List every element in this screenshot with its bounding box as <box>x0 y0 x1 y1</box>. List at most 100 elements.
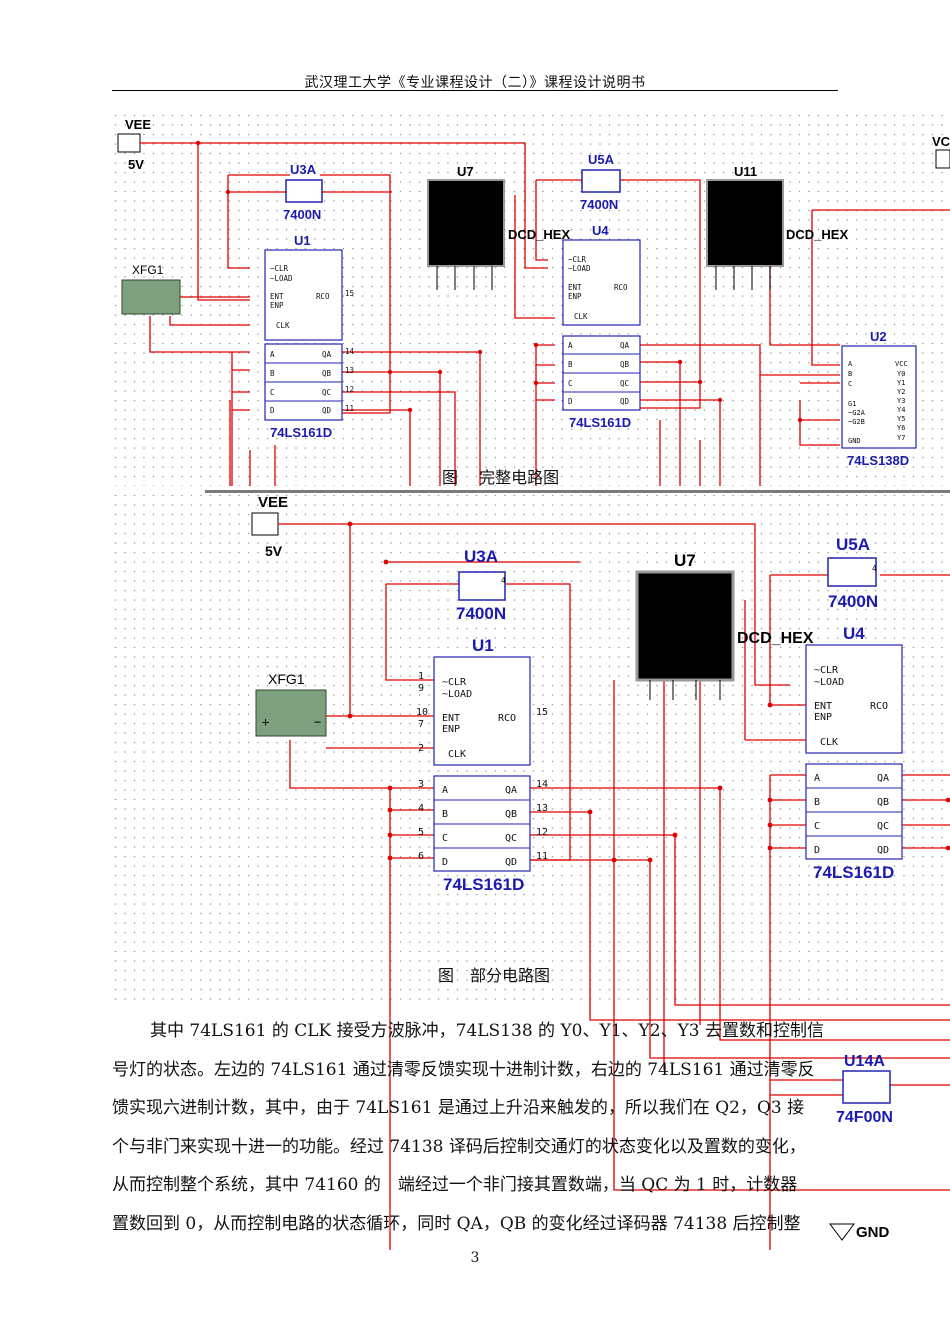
svg-text:QD: QD <box>322 406 332 415</box>
svg-text:Y0: Y0 <box>897 370 905 378</box>
svg-text:C: C <box>848 380 852 388</box>
svg-text:ENT: ENT <box>568 283 582 292</box>
svg-text:GND: GND <box>848 437 861 445</box>
svg-text:Y3: Y3 <box>897 397 905 405</box>
svg-text:G1: G1 <box>848 400 856 408</box>
f2-u7-ref: U7 <box>674 551 696 570</box>
f1-vee-label: VEE <box>125 117 151 132</box>
figure2-caption: 图 部分电路图 <box>438 966 551 985</box>
svg-text:QA: QA <box>322 350 332 359</box>
paragraph-line: 其中 74LS161 的 CLK 接受方波脉冲，74LS138 的 Y0、Y1、… <box>150 1021 825 1041</box>
svg-text:CLK: CLK <box>820 737 838 748</box>
svg-text:QA: QA <box>620 341 630 350</box>
f2-xfg-label: XFG1 <box>268 671 305 687</box>
figure1-complete-circuit: VEE 5V VC <box>112 112 950 486</box>
f1-vee-value: 5V <box>128 157 144 172</box>
f2-u7-part: DCD_HEX <box>737 630 814 647</box>
f2-u3a-part: 7400N <box>456 604 506 623</box>
f1-u3a-part: 7400N <box>283 207 321 222</box>
svg-text:RCO: RCO <box>614 283 628 292</box>
svg-text:ENT: ENT <box>442 713 460 724</box>
svg-text:15: 15 <box>345 289 354 298</box>
svg-text:QA: QA <box>505 785 517 796</box>
svg-text:QB: QB <box>877 797 889 808</box>
svg-text:C: C <box>814 821 820 832</box>
paragraph-line: 置数回到 0，从而控制电路的状态循环，同时 QA，QB 的变化经过译码器 741… <box>112 1213 801 1234</box>
paragraph-line: 馈实现六进制计数，其中，由于 74LS161 是通过上升沿来触发的，所以我们在 … <box>112 1098 805 1118</box>
svg-text:ENT: ENT <box>814 701 832 712</box>
svg-text:~LOAD: ~LOAD <box>442 689 472 700</box>
svg-text:3: 3 <box>418 779 424 790</box>
svg-text:B: B <box>814 797 820 808</box>
svg-text:~G2B: ~G2B <box>848 418 865 426</box>
f2-u14a-part: 74F00N <box>836 1109 893 1126</box>
f2-u5a-part: 7400N <box>828 592 878 611</box>
svg-text:7: 7 <box>418 719 424 730</box>
f1-u11-part: DCD_HEX <box>786 227 848 242</box>
svg-text:D: D <box>270 406 275 415</box>
f1-u4-chip: U4 74LS161D ~CLR ~LOAD ENT ENP CLK RCO A… <box>562 223 641 430</box>
svg-text:Y6: Y6 <box>897 424 905 432</box>
body-paragraph: 其中 74LS161 的 CLK 接受方波脉冲，74LS138 的 Y0、Y1、… <box>112 1012 862 1243</box>
svg-text:Y5: Y5 <box>897 415 905 423</box>
svg-text:13: 13 <box>345 366 354 375</box>
f1-u2-chip: U2 74LS138D A B C G1 ~G2A ~G2B GND VCC Y… <box>841 329 917 468</box>
svg-text:~G2A: ~G2A <box>848 409 866 417</box>
svg-text:~CLR: ~CLR <box>270 264 289 273</box>
svg-text:C: C <box>568 379 573 388</box>
svg-text:12: 12 <box>345 385 354 394</box>
paragraph-line: 从而控制整个系统，其中 74160 的 端经过一个非门接其置数端，当 QC 为 … <box>112 1175 798 1195</box>
svg-text:~LOAD: ~LOAD <box>814 677 844 688</box>
svg-text:~LOAD: ~LOAD <box>568 264 591 273</box>
f1-vcc-label: VC <box>932 134 950 149</box>
svg-text:ENP: ENP <box>442 724 460 735</box>
svg-text:B: B <box>848 370 852 378</box>
svg-text:C: C <box>270 388 275 397</box>
svg-text:+: + <box>262 715 269 729</box>
svg-text:~LOAD: ~LOAD <box>270 274 293 283</box>
svg-text:ENT: ENT <box>270 292 284 301</box>
svg-text:12: 12 <box>536 827 548 838</box>
svg-text:QC: QC <box>505 833 517 844</box>
svg-text:~CLR: ~CLR <box>814 665 839 676</box>
f2-u4-part: 74LS161D <box>813 863 894 882</box>
svg-text:QC: QC <box>620 379 629 388</box>
svg-text:RCO: RCO <box>498 713 516 724</box>
svg-text:QC: QC <box>322 388 331 397</box>
svg-text:4: 4 <box>501 576 506 585</box>
f1-u5a-ref: U5A <box>588 152 615 167</box>
svg-text:QC: QC <box>877 821 889 832</box>
svg-text:A: A <box>270 350 275 359</box>
svg-text:CLK: CLK <box>574 312 588 321</box>
svg-text:D: D <box>814 845 820 856</box>
svg-text:D: D <box>568 397 573 406</box>
f1-u5a-part: 7400N <box>580 197 618 212</box>
svg-text:B: B <box>270 369 275 378</box>
f1-u7-ref: U7 <box>457 164 474 179</box>
svg-text:4: 4 <box>418 803 424 814</box>
svg-text:11: 11 <box>536 851 548 862</box>
svg-text:4: 4 <box>872 564 877 573</box>
svg-text:14: 14 <box>536 779 548 790</box>
svg-text:Y1: Y1 <box>897 379 905 387</box>
f1-u4-ref: U4 <box>592 223 609 238</box>
f1-u1-ref: U1 <box>294 233 311 248</box>
f1-u11-ref: U11 <box>734 164 757 179</box>
svg-text:B: B <box>442 809 448 820</box>
f1-u2-ref: U2 <box>870 329 887 344</box>
svg-text:ENP: ENP <box>568 292 582 301</box>
svg-text:6: 6 <box>418 851 424 862</box>
svg-text:CLK: CLK <box>448 749 466 760</box>
svg-text:5: 5 <box>418 827 424 838</box>
svg-text:QA: QA <box>877 773 889 784</box>
svg-text:15: 15 <box>536 707 548 718</box>
svg-text:QD: QD <box>505 857 517 868</box>
f2-u1-ref: U1 <box>472 636 494 655</box>
paragraph-line: 个与非门来实现十进一的功能。经过 74138 译码后控制交通灯的状态变化以及置数… <box>112 1136 806 1157</box>
f2-u3a-ref: U3A <box>464 547 498 566</box>
f1-u1-chip: U1 74LS161D ~CLR ~LOAD ENT ENP CLK RCO A… <box>264 233 355 440</box>
svg-text:A: A <box>442 785 448 796</box>
f1-u7-part: DCD_HEX <box>508 227 570 242</box>
figure1-caption: 图 完整电路图 <box>442 468 560 487</box>
